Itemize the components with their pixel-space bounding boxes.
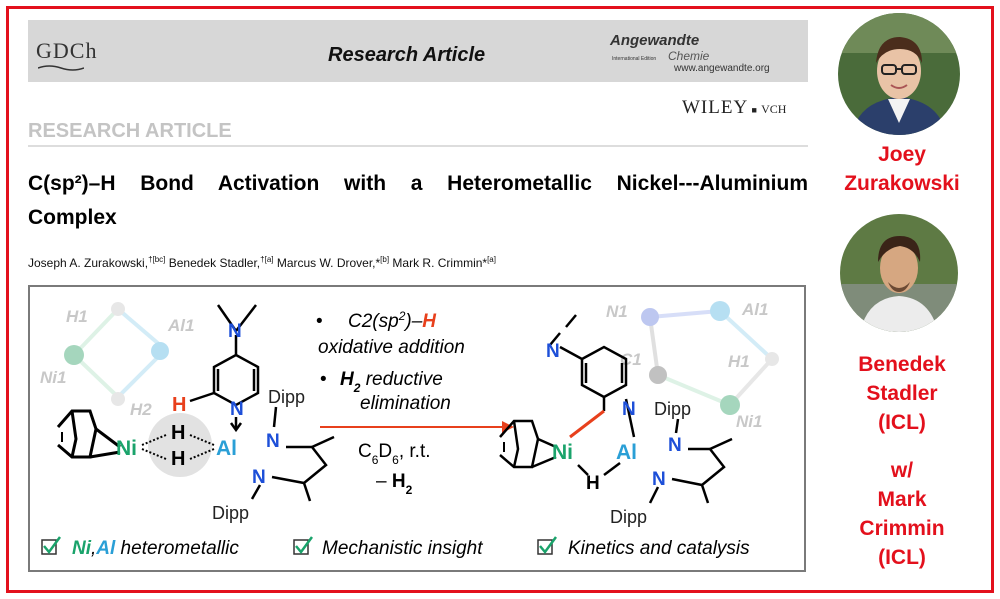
name-line: Joey (878, 143, 926, 166)
author-affiliation: [a] (487, 255, 496, 264)
checkbox-icon (293, 539, 309, 555)
checklist-item-2: Mechanistic insight (322, 538, 483, 559)
name-line: (ICL) (878, 411, 926, 434)
hydride-atom: H (171, 448, 185, 470)
bullet-2: • (320, 369, 327, 390)
author-affiliation: †[bc] (148, 255, 166, 264)
label-h2: H2 (130, 400, 152, 419)
nacnac-backbone-right (648, 418, 733, 504)
bullet-1: • (316, 311, 323, 332)
article-title: C(sp²)–H Bond Activation with a Heterome… (28, 172, 808, 229)
bullet-1-text: C2(sp2)–H (348, 309, 437, 332)
left-crystal-structure (64, 302, 169, 406)
label-h1: H1 (66, 307, 88, 326)
author-affiliation: [b] (380, 255, 390, 264)
aluminium-atom-right: Al (616, 441, 637, 464)
avatar-stadler (840, 214, 958, 332)
label-h1-right: H1 (728, 352, 750, 371)
name-crimmin: w/ Mark Crimmin (ICL) (812, 456, 992, 572)
checkmark-icon (295, 536, 314, 555)
journal-edition: International Edition (612, 56, 657, 62)
nacnac-nitrogen: N (252, 467, 266, 488)
bridging-hydride: H (586, 473, 600, 494)
portrait-icon (840, 214, 958, 332)
publisher-name: WILEY (682, 97, 749, 118)
author-name: Marcus W. Drover,* (273, 256, 381, 270)
name-line: w/ (890, 459, 914, 482)
name-line: (ICL) (878, 546, 926, 569)
cod-ligand-left (56, 409, 121, 459)
author-name: Joseph A. Zurakowski, (28, 256, 149, 270)
checkbox-icon (41, 539, 57, 555)
publisher-logo: WILEY ■ VCH (682, 97, 787, 118)
journal-header: GDCh Research Article Angewandte Chemie … (28, 20, 808, 82)
author-name: Mark R. Crimmin* (389, 256, 488, 270)
hydride-bonds (141, 434, 215, 460)
label-al1: Al1 (167, 316, 194, 335)
name-line: Crimmin (859, 517, 945, 540)
dipp-label-right: Dipp (654, 399, 691, 419)
checkmark-icon (539, 536, 558, 555)
name-stadler: Benedek Stadler (ICL) (812, 350, 992, 437)
toc-graphic: H1 Al1 Ni1 H2 Ni H H Al (28, 285, 806, 572)
aluminium-atom-left: Al (216, 437, 237, 460)
name-line: Benedek (858, 353, 946, 376)
journal-name: Angewandte (610, 32, 700, 49)
portrait-icon (838, 13, 960, 135)
name-line: Mark (877, 488, 927, 511)
nacnac-nitrogen-right: N (668, 435, 682, 456)
dipp-label: Dipp (212, 503, 249, 523)
dipp-label-right: Dipp (610, 507, 647, 527)
pyridine-nitrogen-right: N (622, 399, 636, 420)
author-affiliation: †[a] (260, 255, 274, 264)
checkmark-icon (43, 536, 62, 555)
hydride-halo (148, 413, 212, 477)
dmap-ligand-left (189, 304, 260, 433)
article-type-label: Research Article (328, 44, 486, 66)
reaction-scheme: H1 Al1 Ni1 H2 Ni H H Al (40, 300, 779, 559)
name-line: Zurakowski (844, 172, 960, 195)
checklist-item-3: Kinetics and catalysis (568, 538, 750, 559)
hydride-atom: H (171, 422, 185, 444)
publisher-suffix: VCH (761, 102, 787, 116)
gdch-logo: GDCh (36, 38, 98, 63)
avatar-zurakowski (838, 13, 960, 135)
journal-url[interactable]: www.angewandte.org (674, 63, 770, 74)
byproduct: – H2 (376, 471, 413, 497)
author-list: Joseph A. Zurakowski,†[bc] Benedek Stadl… (28, 255, 496, 270)
name-line: Stadler (866, 382, 938, 405)
label-ni1: Ni1 (40, 368, 66, 387)
label-ni1-right: Ni1 (736, 412, 762, 431)
right-crystal-structure (641, 301, 779, 415)
conditions: C6D6, r.t. (358, 441, 431, 467)
nacnac-nitrogen-right: N (652, 469, 666, 490)
nickel-atom-left: Ni (116, 437, 137, 460)
label-c1: C1 (620, 350, 642, 369)
label-al1-right: Al1 (741, 300, 768, 319)
divider (28, 145, 808, 147)
label-n1: N1 (606, 302, 628, 321)
section-label: RESEARCH ARTICLE (28, 120, 232, 142)
poster-frame (6, 6, 994, 593)
bullet-1-line2: oxidative addition (318, 337, 465, 358)
checklist: Ni,Al heterometallic Mechanistic insight… (41, 536, 750, 559)
activated-hydrogen: H (172, 394, 186, 416)
checklist-item-1: Ni,Al heterometallic (72, 538, 239, 559)
bullet-2-line2: elimination (360, 393, 451, 414)
amine-nitrogen-left: N (228, 321, 242, 342)
amine-nitrogen-right: N (546, 341, 560, 362)
journal-subname: Chemie (668, 49, 710, 63)
gdch-wave-icon (38, 65, 84, 71)
nickel-atom-right: Ni (552, 441, 573, 464)
dipp-label: Dipp (268, 387, 305, 407)
pyridyl-ligand-right (549, 314, 636, 476)
name-zurakowski: Joey Zurakowski (812, 140, 992, 198)
bullet-2-text: H2 reductive (340, 369, 443, 395)
author-name: Benedek Stadler, (165, 256, 261, 270)
pyridine-nitrogen-left: N (230, 399, 244, 420)
checkbox-icon (537, 539, 553, 555)
nacnac-nitrogen: N (266, 431, 280, 452)
cod-ligand-right (499, 419, 557, 469)
nacnac-backbone-left (250, 406, 335, 502)
